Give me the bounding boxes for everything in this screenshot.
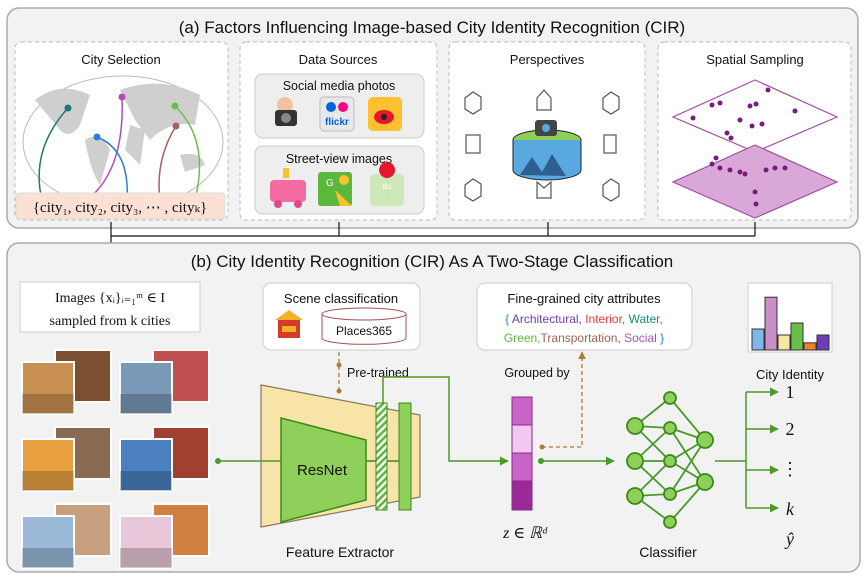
- city-photo: [119, 361, 173, 415]
- city-image-stack: [21, 426, 112, 492]
- baidu-map-icon: du: [370, 162, 404, 206]
- city-photo: [21, 361, 75, 415]
- sampling-grid-bottom: [671, 144, 839, 219]
- data-sources-box: Data Sources Social media photos flickr …: [239, 41, 438, 221]
- svg-text:flickr: flickr: [325, 117, 349, 128]
- city-set-box: [15, 192, 226, 220]
- fine-grained-attributes-box: [476, 282, 693, 351]
- classifier-label: Classifier: [639, 544, 697, 560]
- city-identity-bar: [816, 334, 830, 351]
- pre-trained-label: Pre-trained: [347, 366, 409, 380]
- scene-classification-title: Scene classification: [284, 291, 398, 306]
- temple-icon: [275, 310, 303, 338]
- panel-b-title: (b) City Identity Recognition (CIR) As A…: [191, 252, 674, 271]
- nn-node: [626, 487, 644, 505]
- city-identity-label: City Identity: [756, 367, 824, 382]
- city-photo: [21, 515, 75, 569]
- classifier-network: [626, 391, 714, 529]
- city-image-stack: [21, 349, 112, 415]
- output-2: 2: [786, 419, 795, 439]
- city-selection-title: City Selection: [81, 52, 160, 67]
- flickr-icon: flickr: [319, 96, 355, 132]
- continents: [35, 83, 205, 185]
- nn-node: [626, 452, 644, 470]
- nn-node: [696, 473, 714, 491]
- svg-text:G: G: [326, 178, 334, 189]
- social-media-title: Social media photos: [283, 79, 396, 93]
- attributes-line2: Green,Transportation, Social }: [504, 331, 664, 345]
- building-icons: [464, 89, 620, 202]
- city-photo: [119, 515, 173, 569]
- city-photo: [21, 438, 75, 492]
- city-image-stack: [119, 426, 210, 492]
- nn-node: [663, 391, 677, 405]
- weibo-icon: [368, 97, 402, 131]
- places365-database-icon: [321, 307, 407, 345]
- street-view-title: Street-view images: [286, 152, 392, 166]
- nn-node: [626, 417, 644, 435]
- fine-grained-attributes-title: Fine-grained city attributes: [507, 291, 661, 306]
- images-box-line2: sampled from k cities: [50, 314, 171, 329]
- city-image-stack: [21, 503, 112, 569]
- street-view-car-icon: [270, 168, 306, 208]
- nn-node: [663, 515, 677, 529]
- flow-arrows: [218, 376, 779, 513]
- city-image-stack: [119, 349, 210, 415]
- resnet-block: [280, 417, 367, 523]
- feature-layer: [398, 402, 412, 511]
- feature-vector: [511, 396, 533, 511]
- nn-node: [663, 421, 677, 435]
- camera-person-icon: [275, 97, 297, 126]
- city-identity-bar: [803, 342, 817, 351]
- output-1: 1: [786, 382, 795, 402]
- nn-edge: [669, 427, 706, 483]
- data-sources-title: Data Sources: [299, 52, 378, 67]
- output-k: k: [786, 499, 795, 519]
- images-box-line1: Images {xᵢ}ᵢ₌₁ᵐ ∈ I: [55, 291, 165, 306]
- sample-points: [690, 87, 798, 207]
- city-set-label: {city₁, city₂, city₃, ⋯ , cityₖ}: [33, 200, 207, 216]
- svg-text:du: du: [383, 182, 392, 191]
- perspectives-title: Perspectives: [510, 52, 585, 67]
- z-label: z ∈ ℝᵈ: [502, 525, 548, 542]
- nn-node: [696, 431, 714, 449]
- grouped-by-label: Grouped by: [504, 366, 570, 380]
- perspectives-box: Perspectives: [448, 41, 646, 221]
- city-identity-bar: [790, 322, 804, 351]
- spatial-sampling-title: Spatial Sampling: [706, 52, 804, 67]
- city-photo: [119, 438, 173, 492]
- panel-a-title: (a) Factors Influencing Image-based City…: [179, 18, 685, 37]
- city-image-stack: [119, 503, 210, 569]
- nn-edge: [669, 397, 706, 441]
- places365-label: Places365: [336, 324, 392, 338]
- city-identity-bar: [751, 328, 765, 351]
- city-identity-bar: [777, 334, 791, 351]
- feature-extractor-label: Feature Extractor: [286, 544, 394, 560]
- city-selection-box: City Selection {city₁, city₂, city₃, ⋯ ,…: [14, 41, 229, 221]
- attributes-line1: { Architectural, Interior, Water,: [505, 312, 663, 326]
- nn-node: [663, 487, 677, 501]
- city-identity-bar: [764, 296, 778, 351]
- output-ellipsis: ⋮: [781, 459, 799, 479]
- resnet-label: ResNet: [297, 462, 348, 479]
- image-thumbnails: [21, 349, 210, 569]
- y-hat-label: ŷ: [784, 529, 794, 549]
- hatched-feature-layer: [375, 402, 388, 511]
- city-identity-bars: [751, 296, 830, 351]
- nn-edge: [669, 439, 706, 495]
- nn-node: [663, 454, 677, 468]
- google-street-view-icon: G: [318, 172, 352, 206]
- panorama-camera-icon: [512, 120, 582, 181]
- spatial-sampling-box: Spatial Sampling: [657, 41, 852, 221]
- images-box: [19, 281, 201, 333]
